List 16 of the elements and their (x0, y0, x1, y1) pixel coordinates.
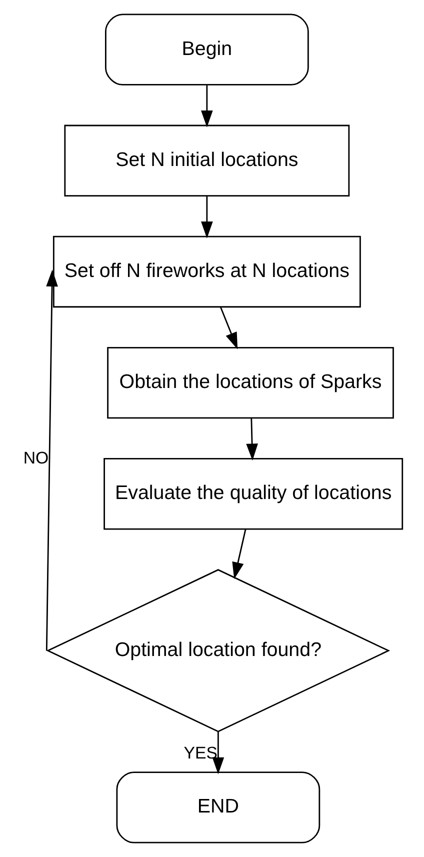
arrow (200, 196, 212, 238)
node-box: END (116, 772, 320, 844)
arrow (45, 270, 58, 651)
node-box: Set off N fireworks at N locations (52, 236, 360, 308)
node-box: Obtain the locations of Sparks (106, 346, 394, 419)
edge-label: NO (22, 448, 48, 468)
arrow (246, 418, 258, 461)
edge-label: YES (183, 743, 217, 762)
arrow (200, 85, 212, 128)
node-diamond: Optimal location found? (46, 569, 390, 732)
arrow (232, 528, 246, 580)
arrow (220, 307, 238, 350)
node-box: Begin (104, 14, 308, 86)
node-box: Evaluate the quality of locations (103, 458, 403, 530)
node-box: Set N initial locations (64, 124, 350, 196)
arrow (212, 732, 224, 774)
